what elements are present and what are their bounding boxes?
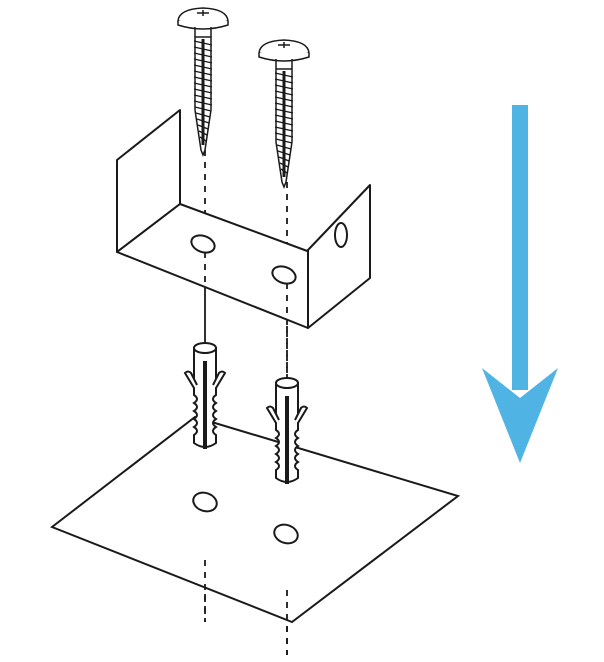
u-bracket: [116, 109, 371, 378]
screw-right: [257, 38, 311, 189]
surface-hole: [192, 491, 218, 513]
surface-hole: [273, 523, 299, 545]
down-arrow-icon: [482, 105, 558, 463]
screw-left: [176, 6, 230, 157]
mounting-surface: [49, 415, 461, 655]
